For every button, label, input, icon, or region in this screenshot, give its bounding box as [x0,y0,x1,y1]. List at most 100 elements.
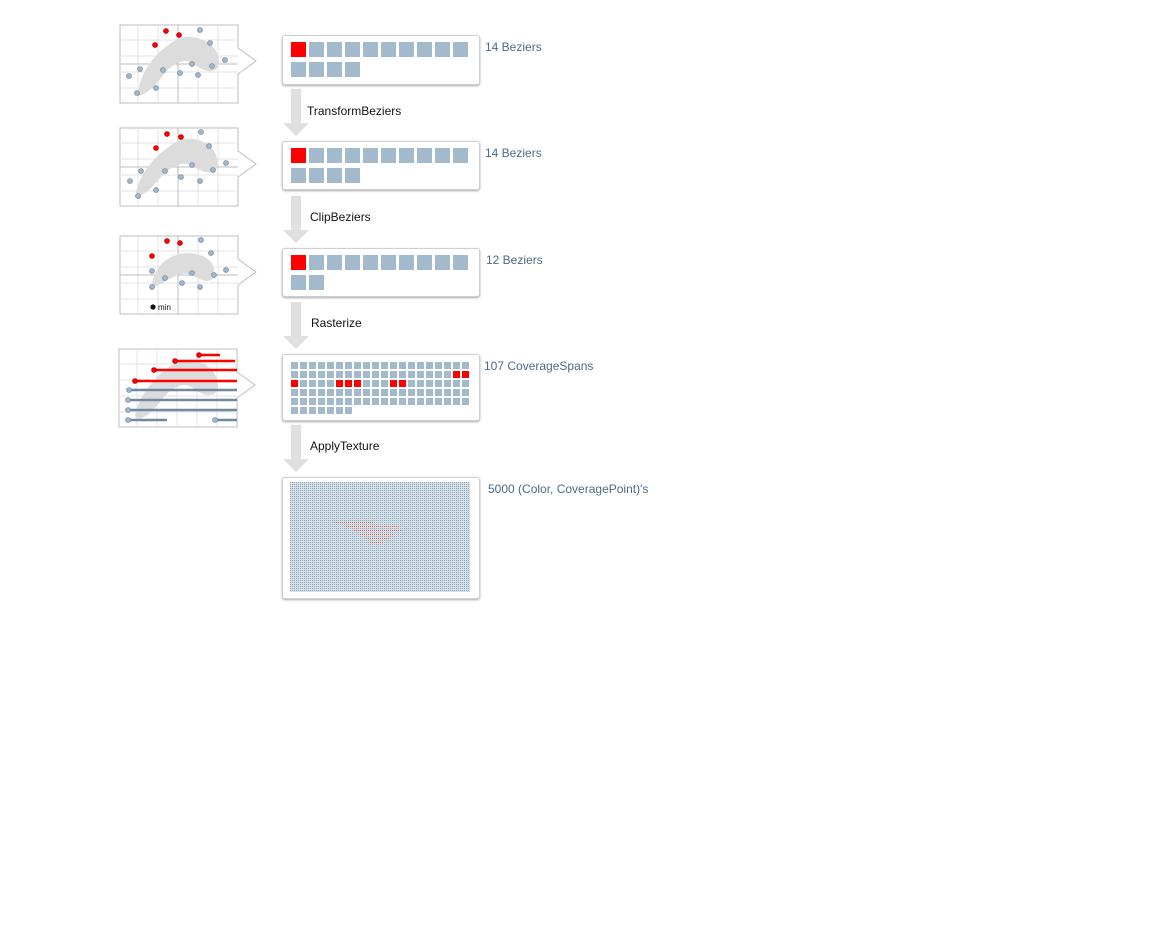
coverage-span-cell [417,398,424,405]
bezier-cell [291,62,306,77]
bezier-cell [327,42,342,57]
coverage-span-cell [327,398,334,405]
operation-label-rasterize: Rasterize [311,316,362,330]
bezier-cell [435,255,450,270]
stage-box-color-points [282,477,480,599]
coverage-span-cell [462,362,469,369]
coverage-span-cell [408,371,415,378]
coverage-span-cell [327,362,334,369]
bezier-cell [399,148,414,163]
coverage-span-cell [453,380,460,387]
coverage-span-cell [300,362,307,369]
coverage-span-cell [417,380,424,387]
coverage-span-cell [336,407,343,414]
down-arrow-icon [283,196,309,243]
bezier-cell [363,42,378,57]
coverage-span-cell [354,362,361,369]
coverage-span-cell-current [462,371,469,378]
coverage-span-cell [444,362,451,369]
bezier-cell [453,42,468,57]
bezier-cell [417,148,432,163]
coverage-span-cell [363,371,370,378]
count-label-beziers-initial: 14 Beziers [485,40,542,54]
bezier-cell [435,148,450,163]
coverage-span-cell [318,407,325,414]
down-arrow-icon [283,302,309,349]
coverage-span-cell-current [354,380,361,387]
bezier-cell [309,148,324,163]
coverage-span-cell [318,380,325,387]
coverage-span-cell [381,389,388,396]
coverage-span-cell [300,371,307,378]
coverage-span-cell [399,362,406,369]
bezier-cell [309,255,324,270]
coverage-span-cell [327,371,334,378]
coverage-span-cell [444,389,451,396]
count-label-color-points: 5000 (Color, CoveragePoint)'s [488,482,649,496]
coverage-span-cell [354,389,361,396]
bezier-cell [327,255,342,270]
coverage-span-cell [444,371,451,378]
bezier-cell [363,148,378,163]
coverage-span-cell [399,389,406,396]
bezier-cell [291,168,306,183]
min-annotation: min [158,303,171,312]
coverage-span-cell [300,389,307,396]
bezier-cell-current [291,42,306,57]
coverage-span-cell [345,407,352,414]
coverage-span-cell [327,389,334,396]
bezier-cell [417,255,432,270]
bezier-cell [309,42,324,57]
coverage-span-cell [435,380,442,387]
coverage-span-cell [390,362,397,369]
coverage-span-cell [462,380,469,387]
operation-label-transform: TransformBeziers [307,104,402,118]
coverage-span-cell [435,398,442,405]
coverage-span-cell [309,407,316,414]
coverage-span-cell [417,371,424,378]
coverage-span-cell [336,389,343,396]
coverage-span-cell [453,398,460,405]
coverage-span-cell-current [291,380,298,387]
coverage-span-cell-current [399,380,406,387]
thumbnail-coverage-spans [118,348,256,428]
bezier-cell [417,42,432,57]
coverage-span-cell [291,389,298,396]
coverage-span-cell-current [453,371,460,378]
count-label-beziers-clipped: 12 Beziers [486,253,543,267]
coverage-span-cell [300,407,307,414]
coverage-span-cell-current [345,380,352,387]
bezier-cell [453,255,468,270]
coverage-span-cell [309,362,316,369]
coverage-span-cell [417,362,424,369]
bezier-cell [435,42,450,57]
coverage-span-cell [345,371,352,378]
coverage-span-cell [381,362,388,369]
coverage-span-cell [363,389,370,396]
coverage-span-cell [318,362,325,369]
bezier-cell [327,148,342,163]
coverage-span-cell [345,398,352,405]
coverage-span-cell [336,371,343,378]
coverage-span-cell [354,398,361,405]
bezier-cell-current [291,255,306,270]
coverage-span-cell-current [336,380,343,387]
thumbnail-beziers-clipped: min [119,235,257,315]
thumbnail-beziers-initial [119,24,257,104]
bezier-cell [327,168,342,183]
coverage-span-cell [408,380,415,387]
coverage-span-cell [462,398,469,405]
coverage-span-cell [426,398,433,405]
coverage-span-cell [291,362,298,369]
coverage-span-cell [336,398,343,405]
coverage-span-cell [345,362,352,369]
coverage-span-cell [327,380,334,387]
coverage-span-cell [309,380,316,387]
coverage-span-cell [291,398,298,405]
coverage-span-cell [345,389,352,396]
bezier-cell [399,255,414,270]
bezier-cell [363,255,378,270]
operation-label-apply-texture: ApplyTexture [310,439,380,453]
bezier-cell [345,42,360,57]
coverage-span-cell [300,398,307,405]
